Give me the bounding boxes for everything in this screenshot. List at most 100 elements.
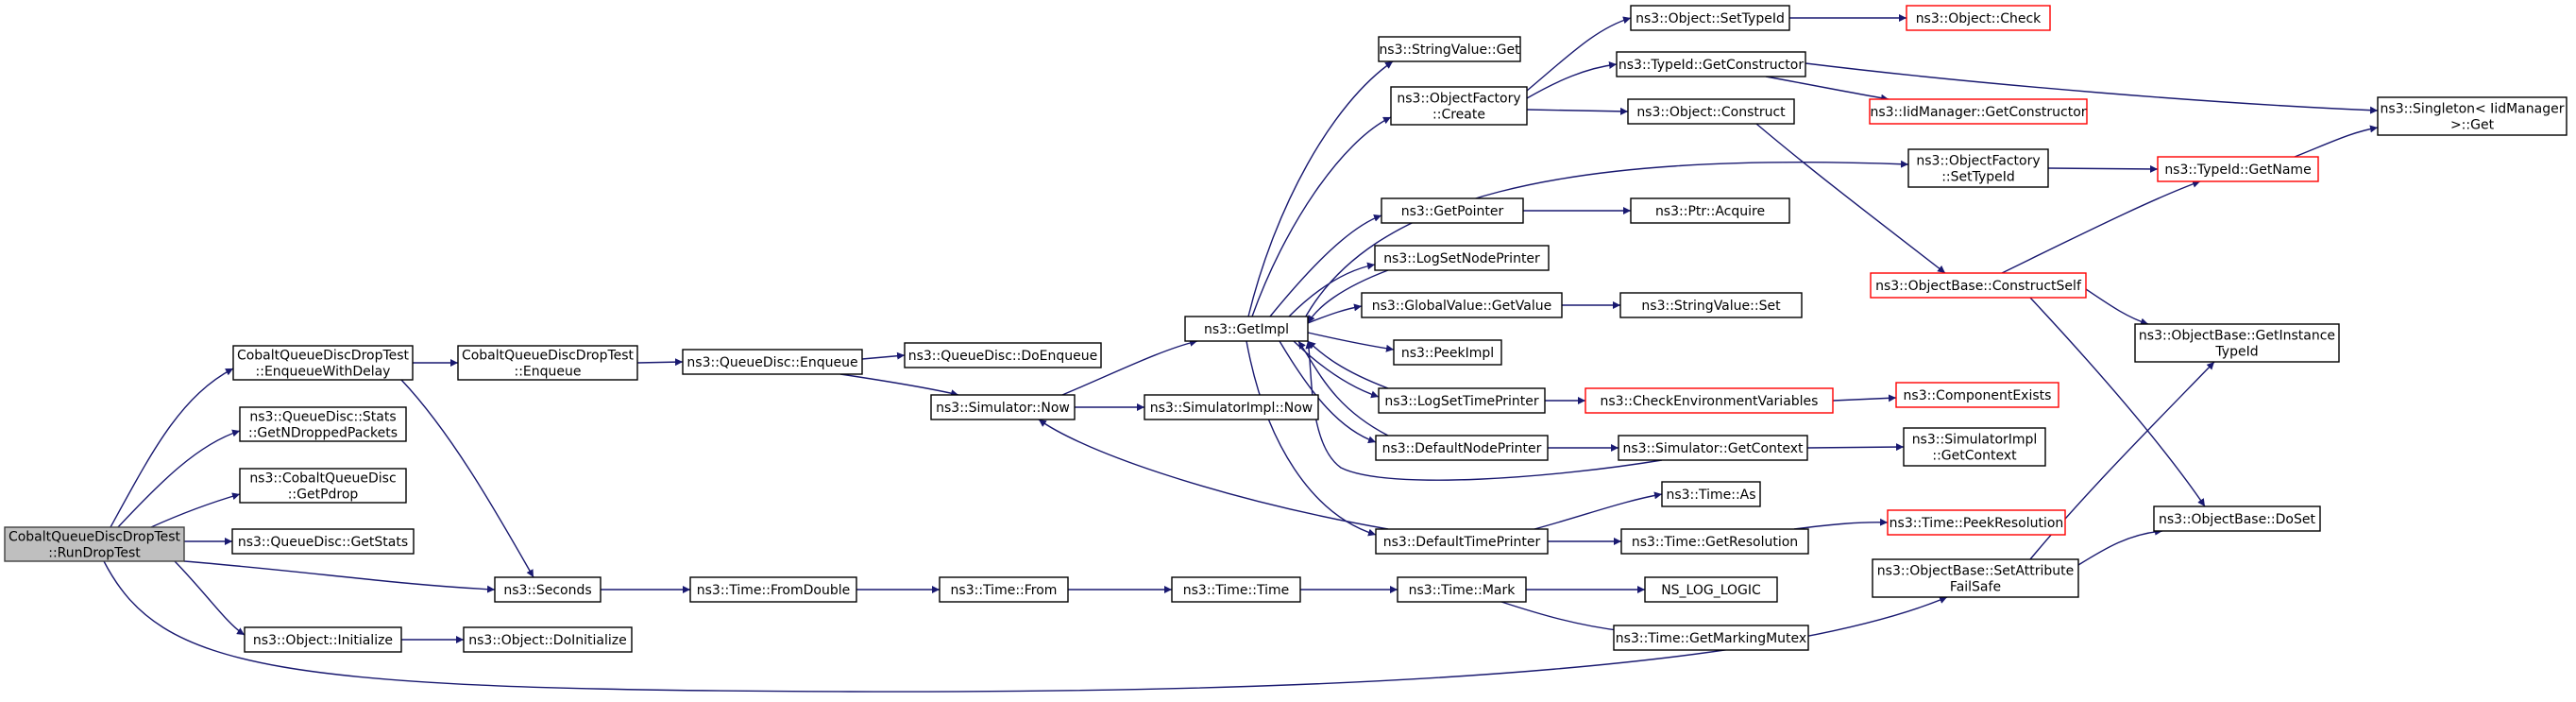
node-pimpl[interactable]: ns3::PeekImpl [1393, 339, 1502, 366]
edge-root-to-sec [183, 560, 496, 593]
node-ocon[interactable]: ns3::Object::Construct [1627, 98, 1795, 125]
node-ochk[interactable]: ns3::Object::Check [1906, 5, 2051, 31]
node-label: ns3::GlobalValue::GetValue [1372, 299, 1551, 314]
node-svs[interactable]: ns3::StringValue::Set [1619, 292, 1803, 318]
node-box [1393, 339, 1502, 366]
node-gst[interactable]: ns3::QueueDisc::GetStats [231, 528, 415, 555]
node-tgn[interactable]: ns3::TypeId::GetName [2157, 156, 2319, 182]
edge-geti-to-lsnp [1288, 262, 1376, 317]
node-ttime[interactable]: ns3::Time::Time [1171, 576, 1301, 603]
edge-line [1534, 491, 1663, 530]
node-nll[interactable]: NS_LOG_LOGIC [1644, 576, 1778, 603]
node-cex[interactable]: ns3::ComponentExists [1895, 382, 2059, 408]
edge-line [1061, 338, 1198, 396]
node-tfd[interactable]: ns3::Time::FromDouble [689, 576, 857, 603]
edge-line [1251, 116, 1392, 317]
edge-line [174, 560, 246, 636]
edge-root-to-oini [174, 560, 246, 636]
edge-line [1307, 332, 1395, 352]
node-gndp[interactable]: ns3::QueueDisc::Stats::GetNDroppedPacket… [239, 406, 407, 442]
edge-geti-to-pimpl [1307, 332, 1395, 352]
edge-lstp-to-geti [1307, 340, 1389, 389]
node-label: ns3::Ptr::Acquire [1655, 204, 1765, 219]
node-obcs[interactable]: ns3::ObjectBase::ConstructSelf [1870, 272, 2087, 299]
node-gvgv[interactable]: ns3::GlobalValue::GetValue [1361, 292, 1563, 318]
node-enq[interactable]: CobaltQueueDiscDropTest::Enqueue [457, 345, 638, 381]
node-box [232, 345, 414, 381]
node-qenq[interactable]: ns3::QueueDisc::Enqueue [682, 349, 863, 375]
node-box [1144, 394, 1319, 420]
edge-line [1526, 61, 1618, 99]
node-dnp[interactable]: ns3::DefaultNodePrinter [1375, 435, 1549, 461]
node-tpr[interactable]: ns3::Time::PeekResolution [1887, 509, 2066, 536]
node-box [1906, 5, 2051, 31]
node-sinow[interactable]: ns3::SimulatorImpl::Now [1144, 394, 1319, 420]
node-label: ns3::Time::As [1666, 488, 1755, 503]
node-box [1895, 382, 2059, 408]
node-sigc[interactable]: ns3::SimulatorImpl::GetContext [1903, 427, 2046, 467]
node-sec[interactable]: ns3::Seconds [494, 576, 602, 603]
edge-qenq-to-qdoe [861, 351, 906, 360]
node-gptr[interactable]: ns3::GetPointer [1381, 197, 1524, 224]
node-box [494, 576, 602, 603]
edge-geti-to-ofc [1251, 116, 1392, 317]
edge-line [1305, 340, 1663, 481]
node-box [463, 626, 633, 653]
node-box [1378, 387, 1546, 414]
node-ost[interactable]: ns3::Object::SetTypeId [1630, 5, 1790, 31]
node-tfrom[interactable]: ns3::Time::From [939, 576, 1069, 603]
node-label: ns3::ObjectFactory [1916, 154, 2040, 169]
node-tgc[interactable]: ns3::TypeId::GetConstructor [1616, 51, 1806, 77]
edge-tgc-to-sing [1805, 62, 2379, 114]
node-label: ns3::SimulatorImpl [1912, 433, 2038, 448]
node-sgc[interactable]: ns3::Simulator::GetContext [1618, 435, 1808, 461]
node-gpd[interactable]: ns3::CobaltQueueDisc::GetPdrop [239, 468, 407, 504]
edge-tmark-to-tgmm [1500, 601, 1625, 635]
node-box [1887, 509, 2066, 536]
node-box [1585, 387, 1834, 414]
node-box [1171, 576, 1301, 603]
edge-dtp-to-snow [1038, 419, 1389, 530]
node-oini[interactable]: ns3::Object::Initialize [244, 626, 402, 653]
node-odoi[interactable]: ns3::Object::DoInitialize [463, 626, 633, 653]
node-tgmm[interactable]: ns3::Time::GetMarkingMutex [1613, 625, 1809, 651]
node-label: ns3::TypeId::GetConstructor [1618, 58, 1804, 73]
edge-line [1793, 518, 1889, 530]
node-cev[interactable]: ns3::CheckEnvironmentVariables [1585, 387, 1834, 414]
node-label: ns3::Simulator::GetContext [1622, 441, 1804, 456]
edge-enq-to-qenq [636, 358, 684, 367]
node-label: CobaltQueueDiscDropTest [237, 349, 410, 364]
edge-ofc-to-ocon [1526, 107, 1629, 115]
node-lsnp[interactable]: ns3::LogSetNodePrinter [1374, 245, 1550, 271]
node-box [682, 349, 863, 375]
node-tmark[interactable]: ns3::Time::Mark [1397, 576, 1527, 603]
node-label: ns3::Time::Time [1183, 583, 1289, 598]
node-tas[interactable]: ns3::Time::As [1661, 481, 1761, 507]
node-svg[interactable]: ns3::StringValue::Get [1378, 36, 1521, 62]
edge-cev-to-cex [1832, 394, 1897, 402]
node-box [1630, 5, 1790, 31]
node-tgr[interactable]: ns3::Time::GetResolution [1620, 528, 1809, 555]
node-sing[interactable]: ns3::Singleton< IidManager>::Get [2377, 96, 2568, 136]
edge-line [2047, 164, 2159, 173]
node-ofc[interactable]: ns3::ObjectFactory::Create [1390, 86, 1528, 126]
node-snow[interactable]: ns3::Simulator::Now [930, 394, 1076, 420]
node-label: ns3::LogSetNodePrinter [1383, 251, 1540, 266]
node-ofst[interactable]: ns3::ObjectFactory::SetTypeId [1907, 148, 2049, 188]
node-geti[interactable]: ns3::GetImpl [1184, 316, 1309, 342]
node-dtp[interactable]: ns3::DefaultTimePrinter [1375, 528, 1549, 555]
node-root[interactable]: CobaltQueueDiscDropTest::RunDropTest [4, 526, 185, 562]
node-box [1361, 292, 1563, 318]
node-imgc[interactable]: ns3::IidManager::GetConstructor [1869, 98, 2088, 125]
node-ewd[interactable]: CobaltQueueDiscDropTest::EnqueueWithDela… [232, 345, 414, 381]
node-lstp[interactable]: ns3::LogSetTimePrinter [1378, 387, 1546, 414]
node-qdoe[interactable]: ns3::QueueDisc::DoEnqueue [904, 342, 1102, 368]
node-obds[interactable]: ns3::ObjectBase::DoSet [2153, 505, 2321, 532]
node-label: ns3::DefaultTimePrinter [1383, 535, 1541, 550]
edge-line [1038, 419, 1389, 530]
node-pacq[interactable]: ns3::Ptr::Acquire [1630, 197, 1790, 224]
edge-line [2076, 283, 2149, 326]
node-box [939, 576, 1069, 603]
